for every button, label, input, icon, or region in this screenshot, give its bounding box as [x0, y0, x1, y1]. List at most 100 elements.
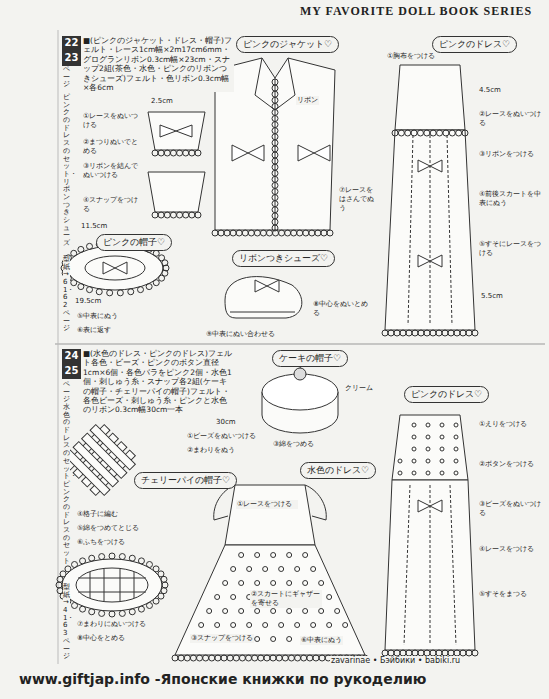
polka-dot — [295, 623, 300, 628]
polka-dot — [426, 459, 430, 463]
lace-edge — [456, 130, 462, 136]
polka-dot — [303, 581, 308, 586]
step-note: ⑥中表にぬう — [300, 636, 343, 645]
lace-edge — [272, 134, 278, 140]
node-text: リボンつきシューズ♡ — [239, 252, 328, 265]
lace-edge — [129, 609, 135, 615]
lace-edge — [436, 330, 442, 336]
node-text: ケーキの帽子♡ — [279, 352, 341, 365]
lace-edge — [398, 130, 404, 136]
polka-dot — [231, 623, 236, 628]
lace-edge — [56, 79, 478, 661]
series-header: MY FAVORITE DOLL BOOK SERIES — [300, 4, 532, 19]
step-note: ⑥ふちをつける — [76, 538, 126, 547]
polka-dot — [440, 471, 444, 475]
shoe — [255, 280, 279, 292]
polka-dot — [303, 553, 308, 558]
pink-dress — [392, 415, 468, 480]
title-banner: リボンつきシューズ♡ — [232, 250, 335, 267]
lace-edge — [71, 250, 77, 256]
step-note: ⑧中心をぬいとめる — [312, 300, 376, 318]
lace-edge — [272, 195, 278, 201]
lace-edge — [272, 116, 278, 122]
step-note: ⑤中表にぬう — [76, 312, 119, 321]
dress-pattern — [418, 160, 442, 172]
lace-edge — [153, 280, 159, 286]
lace-edge — [272, 152, 278, 158]
polka-dot — [287, 553, 292, 558]
dimension: 19.5cm — [74, 297, 102, 306]
lace-edge — [266, 230, 272, 236]
lace-edge — [152, 212, 158, 218]
polka-dot — [412, 435, 416, 439]
node-text: 23 — [64, 52, 79, 63]
lace-edge — [272, 201, 278, 207]
dimension: 5.5cm — [480, 292, 504, 301]
sleeve-pattern — [148, 112, 205, 212]
hat-pattern — [85, 256, 145, 280]
polka-dot — [319, 609, 324, 614]
lace-edge — [78, 284, 84, 290]
node-text: ピンクのドレス♡ — [439, 38, 510, 51]
lace-edge — [430, 330, 436, 336]
lace-edge — [172, 655, 178, 661]
lace-edge — [60, 571, 66, 577]
polka-dot — [271, 581, 276, 586]
lace-edge — [466, 650, 472, 656]
title-banner: チェリーパイの帽子♡ — [134, 472, 237, 489]
node-text: 22 — [64, 37, 79, 48]
lace-edge — [153, 566, 159, 572]
page-number-box: 25 — [62, 364, 81, 379]
polka-dot — [412, 471, 416, 475]
polka-dot — [295, 567, 300, 572]
lace-edge — [288, 655, 294, 661]
lace-edge — [195, 150, 201, 156]
polka-dot — [247, 567, 252, 572]
polka-dot — [231, 567, 236, 572]
polka-dot — [398, 459, 402, 463]
lace-edge — [96, 289, 102, 295]
step-note: ⑤綿をつめてとじる — [76, 524, 168, 533]
node-text: ピンクのドレス♡ — [411, 388, 482, 401]
step-note: ⑥表に返す — [76, 326, 112, 335]
polka-dot — [263, 623, 268, 628]
polka-dot — [287, 581, 292, 586]
cake-hat — [294, 368, 306, 380]
step-note: ④前後スカートを中表にぬう — [478, 190, 544, 208]
lace-edge — [272, 164, 278, 170]
lace-edge — [272, 219, 278, 225]
lace-edge — [138, 558, 144, 564]
lace-edge — [424, 330, 430, 336]
step-note: ①ビーズをぬいつける — [186, 432, 260, 441]
blue-dress — [225, 485, 315, 545]
lace-edge — [170, 212, 176, 218]
section-divider — [55, 344, 545, 345]
polka-dot — [327, 595, 332, 600]
step-note: ⑨中表にぬい合わせる — [205, 330, 276, 339]
lace-edge — [382, 330, 388, 336]
lace-edge — [260, 230, 266, 236]
step-note: ①レースをぬいつける — [82, 112, 144, 130]
lace-edge — [254, 230, 260, 236]
lace-edge — [161, 576, 167, 582]
vertical-caption: ピンクのドレスのセット・リボンつきシューズ — [63, 94, 70, 248]
polka-dot — [303, 609, 308, 614]
lace-edge — [279, 230, 285, 236]
hat-pattern — [103, 262, 127, 274]
lace-edge — [448, 330, 454, 336]
polka-dot — [255, 553, 260, 558]
lace-edge — [282, 655, 288, 661]
lace-edge — [78, 246, 84, 252]
lace-edge — [65, 566, 71, 572]
vertical-caption: 型紙→41・63ページ — [63, 584, 70, 661]
polka-dot — [343, 623, 348, 628]
lace-edge — [178, 655, 184, 661]
shoe — [225, 277, 302, 318]
shoe — [230, 312, 295, 313]
lace-edge — [164, 212, 170, 218]
polka-dot — [231, 595, 236, 600]
pink-dress — [385, 415, 475, 650]
lace-edge — [258, 655, 264, 661]
lace-edge — [158, 212, 164, 218]
polka-dot — [223, 609, 228, 614]
